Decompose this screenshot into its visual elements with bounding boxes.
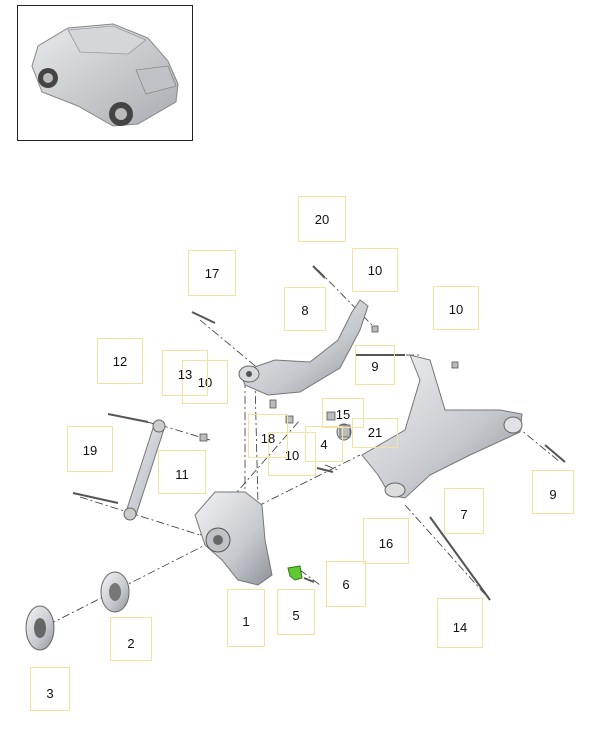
callout-8: 8 — [284, 287, 326, 331]
lower-control-arm — [361, 354, 523, 499]
callout-10-mid: 10 — [268, 432, 316, 476]
callout-5: 5 — [277, 589, 315, 635]
callout-12: 12 — [97, 338, 143, 384]
callout-20: 20 — [298, 196, 346, 242]
callout-6: 6 — [326, 561, 366, 607]
bolts — [72, 265, 566, 601]
callout-16: 16 — [363, 518, 409, 564]
callout-18: 18 — [248, 414, 288, 458]
highlighted-sensor-part — [287, 565, 303, 581]
callout-14: 14 — [437, 598, 483, 648]
wheel-carrier — [194, 491, 273, 586]
callout-11: 11 — [158, 450, 206, 494]
callout-10-right: 10 — [433, 286, 479, 330]
callout-4: 4 — [305, 426, 343, 462]
vehicle-thumbnail — [17, 5, 193, 141]
callout-13: 13 — [162, 350, 208, 396]
callout-19: 19 — [67, 426, 113, 472]
callout-9-right: 9 — [532, 470, 574, 514]
callout-15: 15 — [322, 398, 364, 428]
callout-1: 1 — [227, 589, 265, 647]
callout-21: 21 — [352, 418, 398, 448]
upper-control-arm — [239, 299, 369, 396]
callout-17: 17 — [188, 250, 236, 296]
car-icon — [31, 23, 179, 127]
callout-7: 7 — [444, 488, 484, 534]
callout-2: 2 — [110, 617, 152, 661]
callout-10-left: 10 — [182, 360, 228, 404]
callout-9-upper: 9 — [355, 345, 395, 385]
callout-3: 3 — [30, 667, 70, 711]
callout-10-top: 10 — [352, 248, 398, 292]
